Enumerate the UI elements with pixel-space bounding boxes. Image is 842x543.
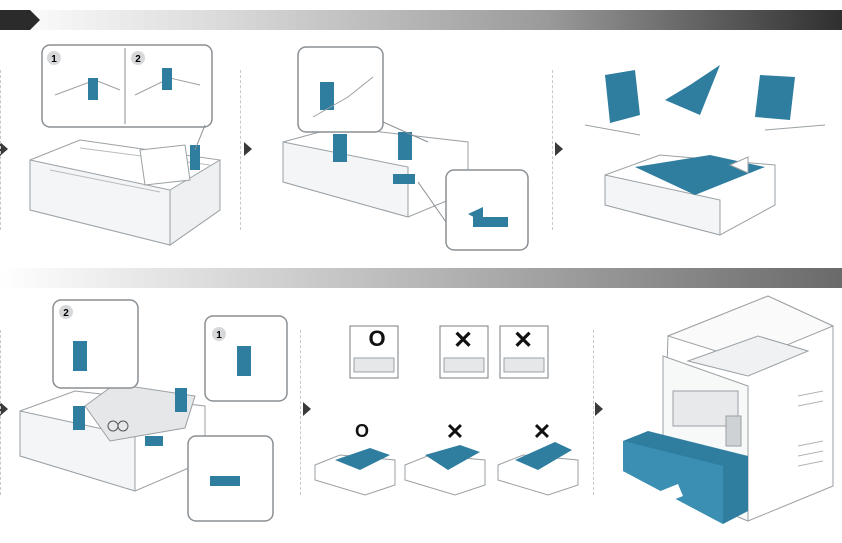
callout-number-1: 1 xyxy=(216,330,222,341)
step-divider xyxy=(552,70,553,230)
step-marker-tab xyxy=(0,10,40,30)
inset-callout-box xyxy=(41,44,213,128)
tray-illustration-step1: 1 2 xyxy=(29,44,221,246)
wrong-mark-bottom: ✕ xyxy=(532,419,552,444)
tray-illustration-step2 xyxy=(282,46,529,251)
paper-illustration-step3 xyxy=(584,65,826,236)
printer-illustration xyxy=(623,295,835,524)
correct-mark-top: O xyxy=(368,326,386,351)
step-arrow xyxy=(303,402,311,416)
step-divider xyxy=(593,330,594,495)
step-arrow xyxy=(244,142,252,156)
wrong-mark-bottom: ✕ xyxy=(445,419,465,444)
wrong-mark-top: ✕ xyxy=(512,327,534,354)
step-divider xyxy=(240,70,241,230)
correct-mark-bottom: O xyxy=(354,421,369,441)
step-bar-bottom xyxy=(0,268,842,288)
step-arrow xyxy=(0,402,8,416)
callout-number-2: 2 xyxy=(63,308,69,319)
inset-callout-box xyxy=(445,169,529,251)
step-arrow xyxy=(0,142,8,156)
step-arrow xyxy=(595,402,603,416)
inset-callout-box xyxy=(297,46,384,133)
step-bar-top xyxy=(0,10,842,30)
callout-badge-2 xyxy=(131,51,145,65)
guide-check-illustration xyxy=(314,325,579,496)
step-divider xyxy=(0,330,1,495)
wrong-mark-top: ✕ xyxy=(452,327,474,354)
tray-illustration-step5: 2 1 xyxy=(19,299,288,522)
callout-number-2: 2 xyxy=(135,54,141,65)
callout-badge-1 xyxy=(47,51,61,65)
callout-badge-1 xyxy=(212,327,226,341)
step-divider xyxy=(300,330,301,495)
step-divider xyxy=(0,70,1,230)
step-arrow xyxy=(555,142,563,156)
callout-number-1: 1 xyxy=(51,54,57,65)
callout-badge-2 xyxy=(59,305,73,319)
